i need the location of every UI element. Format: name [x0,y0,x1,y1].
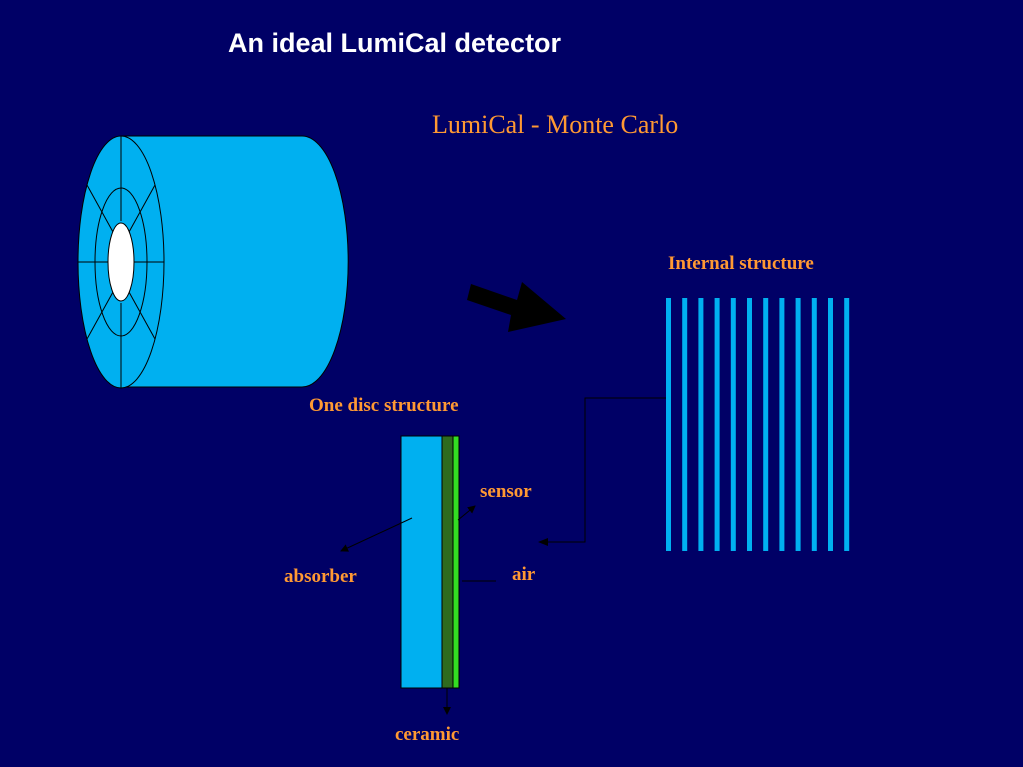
internal-layer-8 [779,298,785,551]
ceramic-layer [441,435,454,689]
connector-line [542,397,666,543]
internal-structure-layers [666,298,850,551]
ceramic-label: ceramic [395,724,460,745]
internal-layer-5 [730,298,736,551]
cylinder-segment-lines [78,136,164,388]
cylinder-body [120,135,349,388]
internal-layer-12 [844,298,850,551]
internal-layer-6 [747,298,752,551]
internal-layer-7 [763,298,769,551]
internal-layer-3 [698,298,704,551]
internal-layer-11 [828,298,833,551]
air-label: air [512,564,536,585]
internal-layer-10 [811,298,817,551]
sensor-pointer [457,505,476,521]
one-disc-structure-label: One disc structure [309,395,459,416]
big-arrow-icon [467,282,566,332]
sensor-layer [452,435,460,689]
disc-structure [400,435,460,689]
internal-structure-label: Internal structure [668,253,814,274]
absorber-layer [400,435,443,689]
lumical-cylinder [77,135,349,389]
internal-layer-2 [682,298,688,551]
page-title: An ideal LumiCal detector [228,28,562,58]
internal-layer-9 [795,298,801,551]
pointer-lines [340,505,496,715]
beam-hole [107,222,135,302]
absorber-label: absorber [284,566,357,587]
absorber-pointer [340,517,413,552]
connector-arrowhead [538,538,548,546]
subtitle: LumiCal - Monte Carlo [432,110,679,139]
sensor-label: sensor [480,481,532,502]
internal-layer-4 [714,298,720,551]
internal-layer-1 [666,298,671,551]
